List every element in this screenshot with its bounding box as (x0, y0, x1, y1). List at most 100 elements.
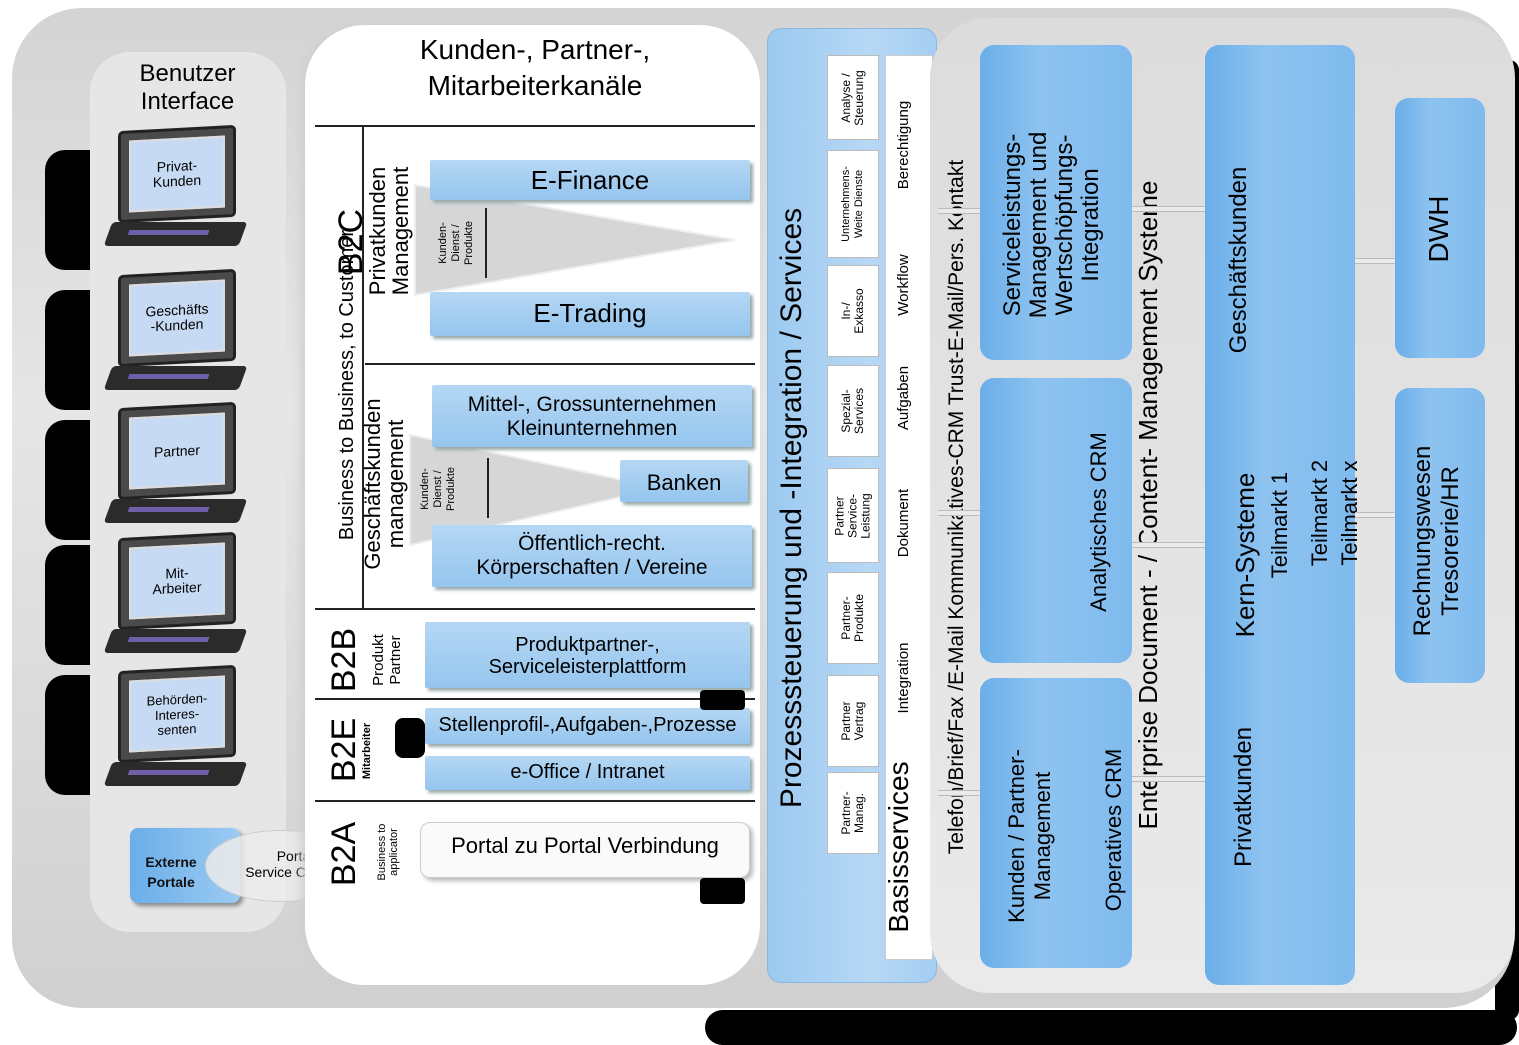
service-cell-label: Partner- Manag. (839, 791, 866, 835)
dwh-box[interactable] (1395, 98, 1485, 358)
b2c-item-label: E-Trading (533, 298, 647, 328)
user-interface-title: Benutzer Interface (139, 60, 236, 115)
kommunikation-label: Telefon/Brief/Fax /E-Mail Kommunikatives… (945, 159, 968, 855)
dwh-label: DWH (1423, 195, 1454, 263)
b2b-code: B2B (325, 627, 363, 693)
gk-triangle (409, 433, 661, 547)
connector-arrow (1355, 258, 1395, 264)
divider (315, 125, 755, 127)
gk-item-label: Banken (646, 470, 722, 495)
b2e-item-label: Stellenprofil-,Aufgaben-,Prozesse (438, 714, 737, 736)
connector-arrow (938, 510, 980, 516)
service-cell-partner-service[interactable]: Partner Service- Leistung (827, 468, 879, 563)
crm-serviceleistungs-label: Serviceleistungs- Management und Wertsch… (999, 131, 1104, 319)
client-label: Geschäfts -Kunden (129, 279, 225, 357)
gk-item-unternehmen[interactable] (432, 385, 752, 447)
b2c-item-label: E-Finance (530, 165, 650, 195)
crm-analytisch-label: Analytisches CRM (1086, 432, 1111, 612)
b2e-item-intranet[interactable] (425, 756, 750, 790)
kern-teilmarkt-2: Teilmarkt 2 (1307, 459, 1332, 567)
b2a-item-box[interactable] (420, 822, 750, 878)
b2c-item-e-finance[interactable] (430, 160, 750, 200)
b2b-shadow-small (700, 690, 745, 710)
gk-item-label: Öffentlich-recht. Körperschaften / Verei… (476, 532, 708, 579)
rewe-box[interactable] (1395, 388, 1485, 683)
b2e-item-label: e-Office / Intranet (510, 761, 665, 783)
crm-serviceleistungs-box[interactable] (980, 45, 1132, 360)
crm-operativ-box[interactable] (980, 678, 1132, 968)
b2a-sub: Business to applicator (376, 823, 400, 881)
basis-item-aufgaben: Aufgaben (895, 365, 912, 431)
b2b-item-label: Produktpartner-, Serviceleisterplattform (488, 634, 687, 678)
crm-kunden-partner-label: Kunden / Partner- Management (1004, 749, 1055, 923)
divider (315, 608, 755, 610)
b2c-triangle-label: Kunden- Dienst / Produkte (437, 220, 475, 266)
b2a-code: B2A (325, 821, 363, 887)
gk-item-koerperschaften[interactable] (432, 525, 752, 587)
crm-analytisch-box[interactable] (980, 378, 1132, 663)
b2c-triangle (414, 183, 736, 297)
kern-privatkunden-label: Privatkunden (1230, 726, 1257, 868)
client-label: Partner (129, 412, 225, 490)
b2b-sub: Produkt Partner (370, 634, 404, 686)
gk-triangle-line (487, 458, 489, 518)
connector-arrow (938, 790, 980, 796)
service-cell-inexkasso[interactable]: In-/ Exkasso (827, 265, 879, 357)
divider (365, 363, 755, 365)
client-label: Privat- Kunden (129, 135, 225, 213)
client-geschaeftskunden[interactable]: Geschäfts -Kunden (103, 268, 248, 392)
basis-item-berechtigung: Berechtigung (895, 100, 912, 190)
service-cell-label: Analyse / Steuerung (839, 69, 866, 126)
service-cell-partner-manag[interactable]: Partner- Manag. (827, 772, 879, 854)
service-cell-label: Partner Service- Leistung (832, 492, 873, 539)
service-cell-partner-vertrag[interactable]: Partner Vertrag (827, 675, 879, 767)
b2b-item-plattform[interactable] (425, 622, 750, 688)
client-partner[interactable]: Partner (103, 401, 248, 525)
b2c-item-e-trading[interactable] (430, 292, 750, 336)
kern-systeme-label: Kern-Systeme (1230, 472, 1260, 638)
b2c-triangle-line (485, 208, 487, 278)
service-cell-label: Unternehmens- Weite Dienste (840, 166, 865, 242)
client-privatkunden[interactable]: Privat- Kunden (103, 124, 248, 248)
b2a-shadow (700, 878, 745, 904)
divider (315, 800, 755, 802)
kern-geschaeftskunden-label: Geschäftskunden (1225, 166, 1252, 354)
ecm-label: Enterprise Document - / Content- Managem… (1133, 180, 1163, 830)
service-cell-label: Spezial- Services (839, 387, 866, 435)
connector-arrow (1355, 512, 1395, 518)
basis-column (885, 55, 933, 960)
basis-item-dokument: Dokument (895, 488, 912, 558)
kern-systeme-box[interactable] (1205, 45, 1355, 985)
kern-teilmarkt-1: Teilmarkt 1 (1267, 471, 1292, 579)
client-mitarbeiter[interactable]: Mit- Arbeiter (103, 531, 248, 655)
crm-operativ-label: Operatives CRM (1101, 748, 1126, 912)
gk-item-label: Mittel-, Grossunternehmen Kleinunternehm… (467, 393, 717, 440)
basis-item-integration: Integration (895, 642, 912, 714)
b2e-item-stellenprofil[interactable] (425, 708, 750, 744)
divider-v (362, 125, 364, 610)
connector-arrow (1132, 776, 1205, 782)
external-portals-label: Externe Portale (145, 854, 197, 890)
client-label: Behörden- Interes- senten (129, 675, 225, 753)
client-behoerden[interactable]: Behörden- Interes- senten (103, 664, 248, 788)
service-cell-label: In-/ Exkasso (839, 288, 866, 334)
services-title: Prozesssteuerung und -Integration / Serv… (775, 207, 808, 809)
shadow-bottom (705, 1010, 1517, 1045)
service-cell-label: Partner Vertrag (839, 701, 866, 741)
client-label: Mit- Arbeiter (129, 542, 225, 620)
connector-arrow (1132, 206, 1205, 212)
b2e-sub: Mitarbeiter (361, 722, 373, 780)
channels-title: Kunden-, Partner-, Mitarbeiterkanäle (419, 34, 651, 101)
connector-arrow (938, 208, 980, 214)
service-cell-partner-produkte[interactable]: Partner- Produkte (827, 572, 879, 664)
b2e-shadow (395, 718, 425, 758)
service-cell-analyse[interactable]: Analyse / Steuerung (827, 55, 879, 140)
connector-arrow (1132, 542, 1205, 548)
divider (315, 698, 755, 700)
b2a-item-label: Portal zu Portal Verbindung (451, 833, 719, 858)
gk-item-banken[interactable] (620, 460, 748, 502)
basis-item-workflow: Workflow (895, 254, 912, 316)
service-cell-spezial[interactable]: Spezial- Services (827, 365, 879, 457)
b2e-code: B2E (325, 717, 363, 783)
service-cell-unternehmensweite[interactable]: Unternehmens- Weite Dienste (827, 150, 879, 258)
